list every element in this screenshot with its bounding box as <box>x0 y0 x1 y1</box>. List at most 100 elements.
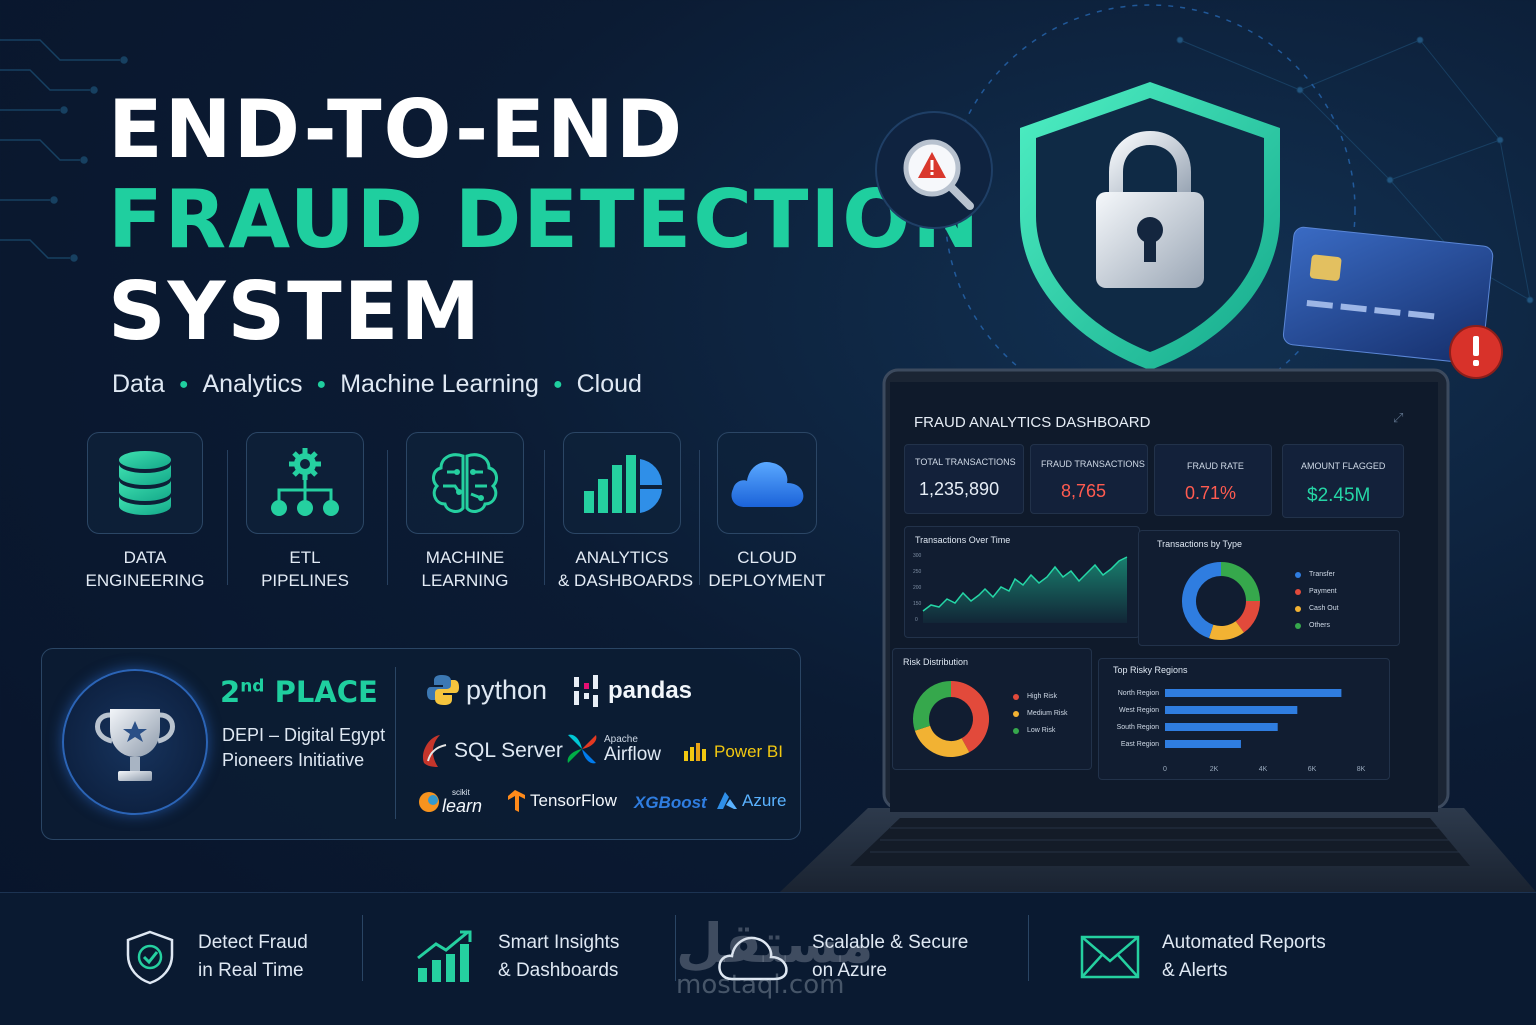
pillar-label: ANALYTICS <box>575 548 669 567</box>
tech-label: learn <box>442 796 483 816</box>
tech-sklearn: scikit learn <box>418 789 482 815</box>
legend-label: Medium Risk <box>1027 710 1068 717</box>
azure-logo-icon <box>717 792 737 809</box>
feature-label: Detect Fraud <box>198 932 308 953</box>
legend-item: Cash Out <box>1295 605 1339 612</box>
legend-swatch <box>1295 622 1301 629</box>
pillar-label: DEPLOYMENT <box>708 571 826 590</box>
feature-smart-insights: Smart Insights& Dashboards <box>414 929 619 985</box>
legend-swatch <box>1295 605 1301 612</box>
pillar-label: PIPELINES <box>261 571 349 590</box>
axis-tick: 8K <box>1357 766 1366 773</box>
legend-label: Cash Out <box>1309 605 1339 612</box>
axis-tick: 0 <box>915 617 918 623</box>
place-word: PLACE <box>274 675 378 709</box>
axis-tick: 0 <box>1163 766 1167 773</box>
area-line-chart <box>922 556 1128 623</box>
pillar-label: & DASHBOARDS <box>558 571 694 590</box>
tech-pandas: pandas <box>572 673 692 709</box>
axis-tick: 150 <box>913 601 922 607</box>
feature-label: Automated Reports <box>1162 932 1326 953</box>
tech-sqlserver: SQL Server <box>418 733 563 769</box>
donut-segment <box>913 681 952 731</box>
kpi-label: FRAUD TRANSACTIONS <box>1041 459 1145 469</box>
legend-swatch <box>1295 588 1301 595</box>
bar <box>1165 689 1342 697</box>
tech-label-small: Apache <box>604 733 638 745</box>
tech-label: XGBoost <box>634 793 707 812</box>
database-icon <box>87 432 203 534</box>
tagline-item: Cloud <box>576 370 642 398</box>
python-logo-icon <box>427 675 459 705</box>
pillar-label: LEARNING <box>421 571 509 590</box>
kpi-card: FRAUD TRANSACTIONS 8,765 <box>1030 444 1148 514</box>
watermark-arabic: مستقل <box>676 912 874 975</box>
feature-label: on Azure <box>812 960 887 981</box>
legend-swatch <box>1295 571 1301 578</box>
axis-tick: 300 <box>913 553 922 559</box>
kpi-value: 0.71% <box>1185 483 1237 503</box>
dashboard-screen: FRAUD ANALYTICS DASHBOARD ⤢ TOTAL TRANSA… <box>870 372 1448 812</box>
org-line: Pioneers Initiative <box>222 750 365 770</box>
tech-label: SQL Server <box>454 739 563 762</box>
kpi-value: 8,765 <box>1061 481 1107 501</box>
place-number: 2 <box>220 675 241 709</box>
legend-swatch <box>1013 693 1019 700</box>
chart-pie-icon <box>563 432 681 534</box>
divider <box>1028 915 1029 981</box>
axis-tick: 2K <box>1210 766 1219 773</box>
tagline-item: Analytics <box>202 370 303 398</box>
pillar-analytics: ANALYTICS & DASHBOARDS <box>558 432 693 592</box>
pandas-logo-icon <box>574 675 598 707</box>
brain-icon <box>406 432 524 534</box>
cloud-outline-icon <box>718 936 788 981</box>
axis-tick: 6K <box>1308 766 1317 773</box>
org-line: DEPI – Digital Egypt <box>222 725 386 745</box>
donut-segment <box>950 681 989 753</box>
kpi-value: $2.45M <box>1307 485 1371 506</box>
tagline-item: Data <box>112 370 165 398</box>
donut-segment <box>914 725 970 757</box>
kpi-label: TOTAL TRANSACTIONS <box>915 457 1016 467</box>
donut-segment <box>1235 600 1260 633</box>
title-line-3: SYSTEM <box>108 265 482 358</box>
legend-item: Transfer <box>1295 571 1335 578</box>
feature-automated-reports: Automated Reports& Alerts <box>1080 929 1326 985</box>
legend-label: Others <box>1309 622 1331 629</box>
divider <box>544 450 545 585</box>
tagline-item: Machine Learning <box>340 370 539 398</box>
title-line-2: FRAUD DETECTION <box>108 173 982 266</box>
tech-powerbi: Power BI <box>682 741 783 763</box>
legend-item: Medium Risk <box>1013 710 1067 717</box>
kpi-value: 1,235,890 <box>919 479 1000 499</box>
bar <box>1165 740 1241 748</box>
credit-card-icon <box>1282 226 1503 379</box>
shield-check-icon <box>126 930 174 985</box>
expand-icon[interactable]: ⤢ <box>1393 410 1404 425</box>
pillar-label: MACHINE <box>425 548 505 567</box>
tech-label: Airflow <box>604 743 662 765</box>
kpi-card: AMOUNT FLAGGED $2.45M <box>1282 444 1404 518</box>
divider <box>362 915 363 981</box>
powerbi-logo-icon <box>684 743 706 761</box>
bar-category-label: North Region <box>1118 690 1159 697</box>
sqlserver-logo-icon <box>422 735 447 767</box>
divider <box>675 915 676 981</box>
pillar-label: ETL <box>289 548 321 567</box>
bar <box>1165 723 1278 731</box>
legend-item: High Risk <box>1013 693 1057 700</box>
donut-segment <box>1208 620 1244 640</box>
tech-label: TensorFlow <box>530 791 617 810</box>
chart-title: Transactions by Type <box>1157 539 1243 549</box>
chart-transactions-over-time: Transactions Over Time 300 250 200 150 0 <box>904 526 1140 638</box>
tensorflow-logo-icon <box>508 790 525 812</box>
pillar-etl: ETL PIPELINES <box>245 432 365 592</box>
